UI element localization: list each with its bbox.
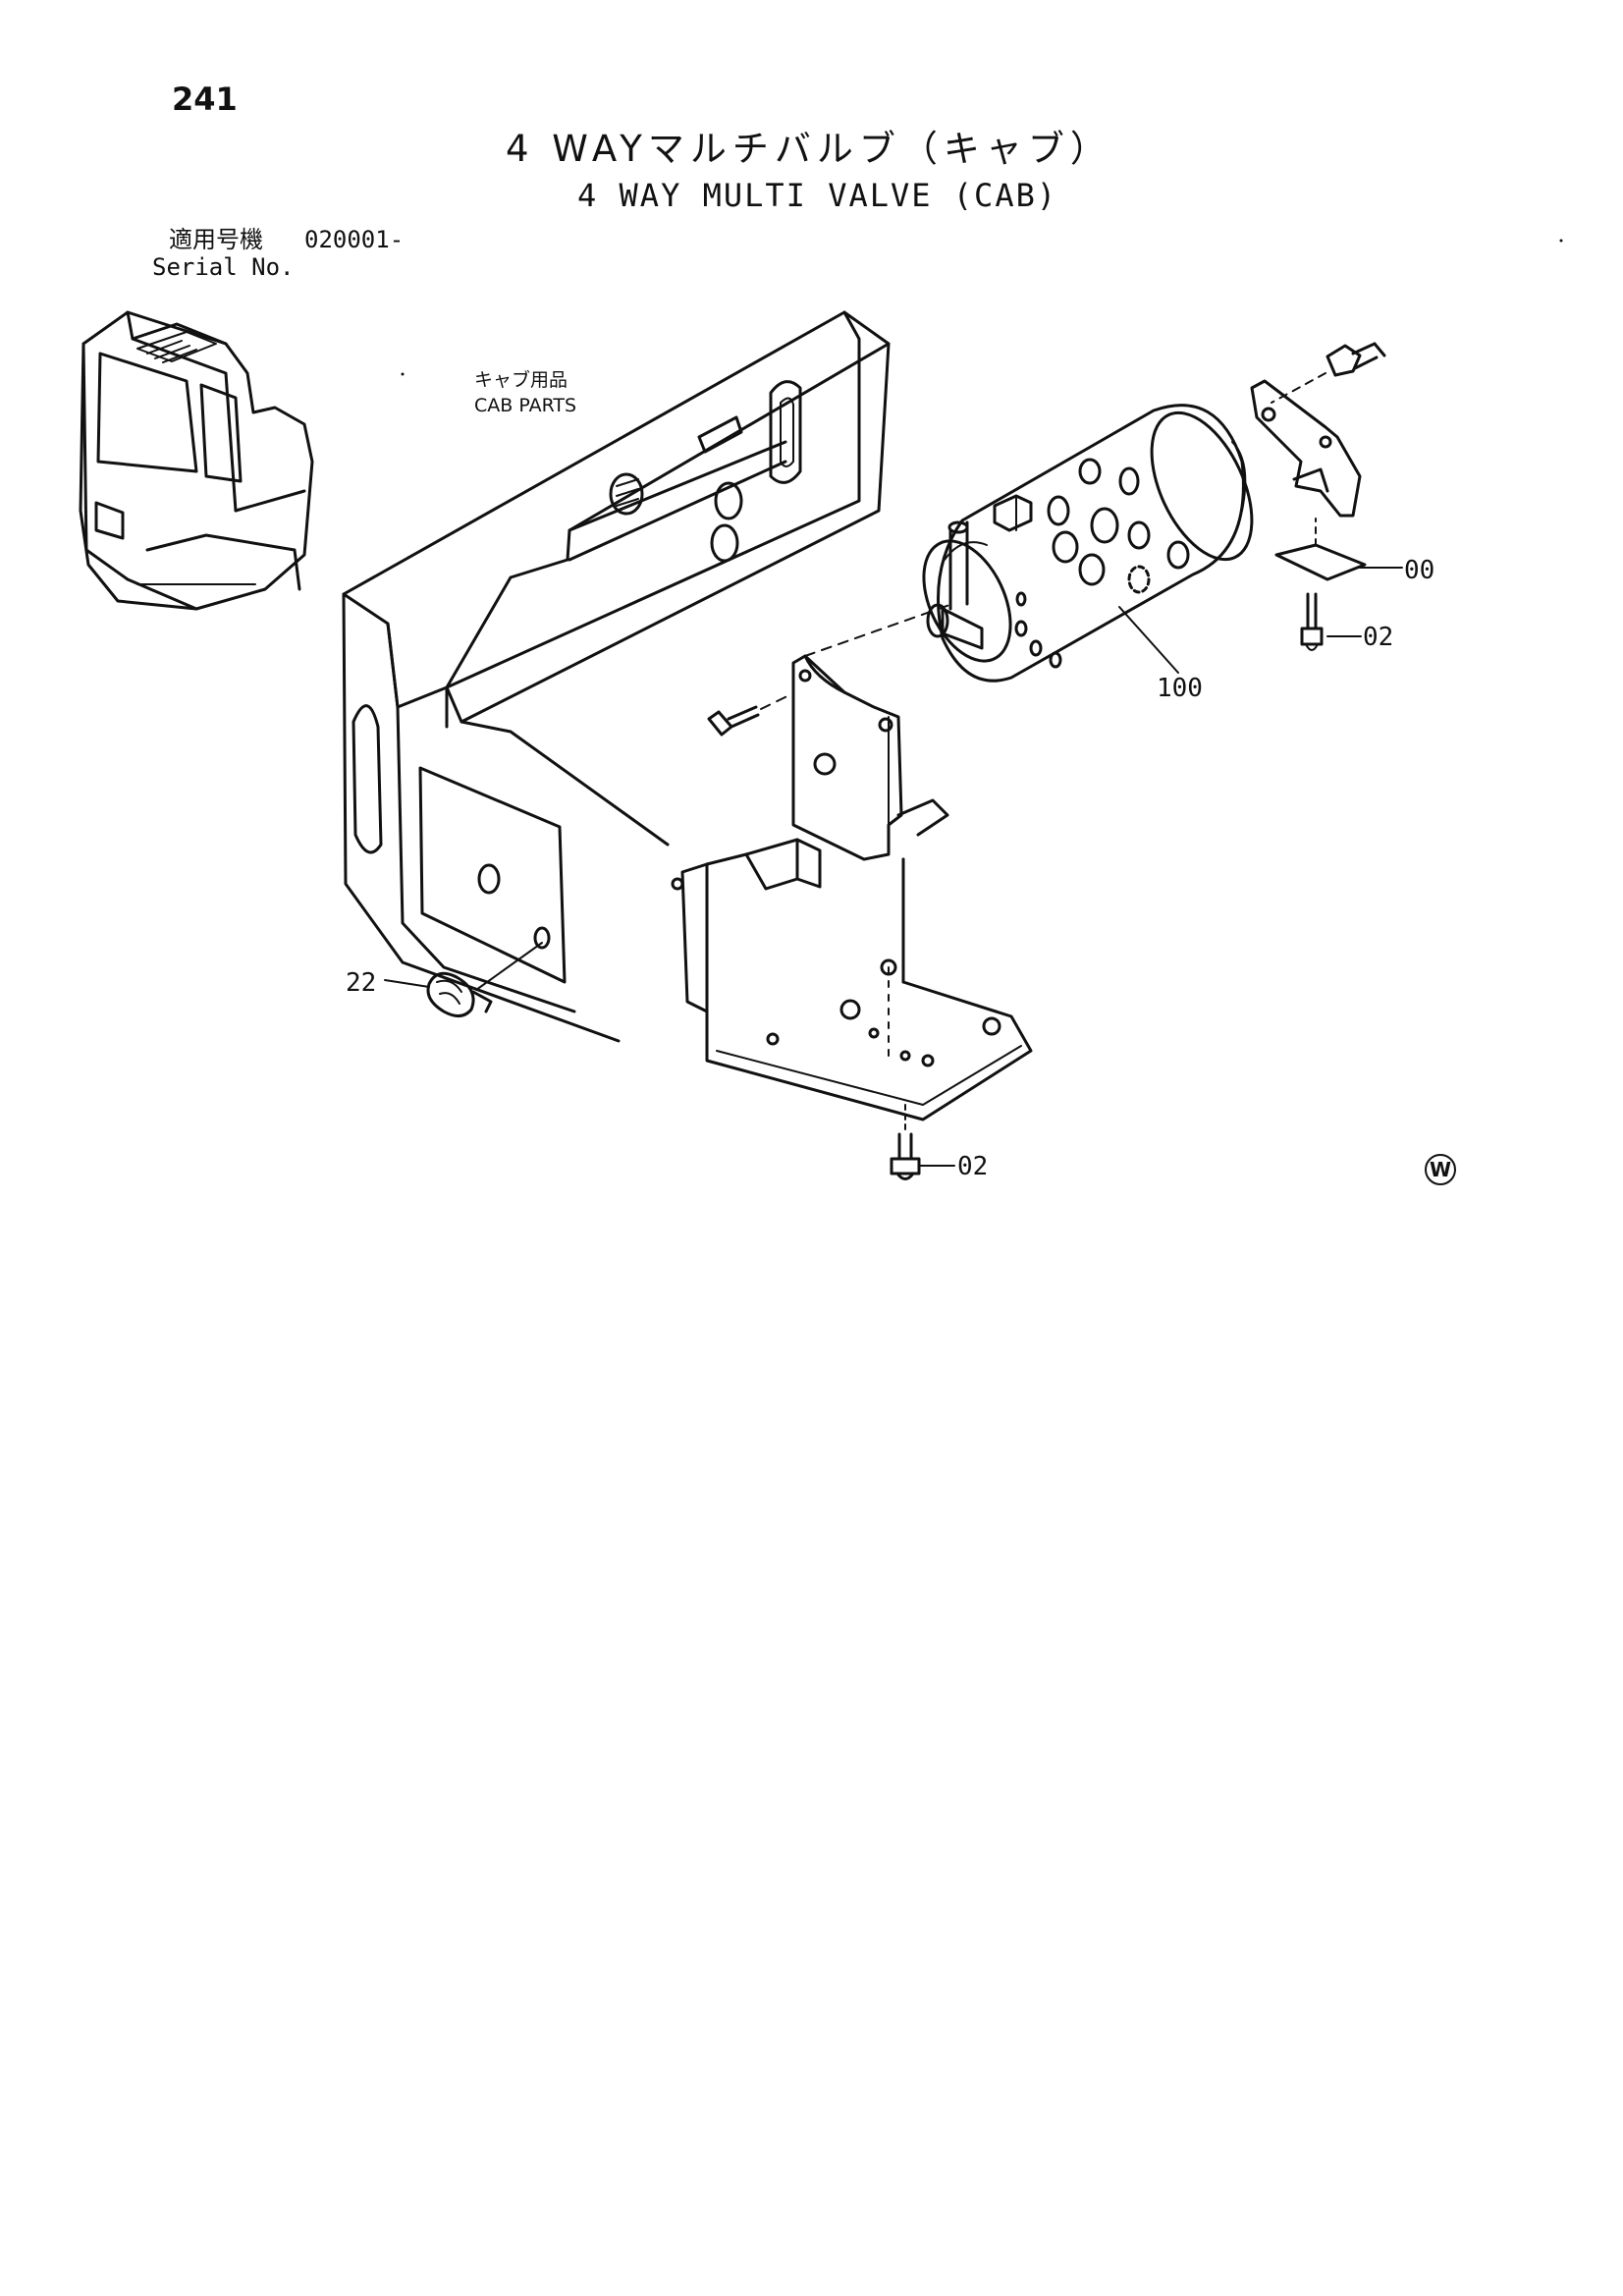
excavator-thumbnail: [79, 310, 314, 611]
title-japanese: 4 WAYマルチバルブ（キャブ）: [506, 128, 1112, 170]
clamp-bracket: [1250, 342, 1386, 651]
circled-w-mark: W: [1425, 1154, 1456, 1185]
grommet: [426, 942, 543, 1017]
serial-label-english: Serial No.: [152, 253, 295, 281]
title-english: 4 WAY MULTI VALVE (CAB): [577, 177, 1058, 214]
callout-02-lower: 02: [957, 1152, 989, 1181]
cab-parts-label-english: CAB PARTS: [474, 395, 577, 416]
page-number: 241: [172, 81, 238, 118]
assembly-line-valve: [804, 603, 953, 657]
mounting-bracket: [671, 654, 1033, 1121]
multi-valve-body: [922, 404, 1254, 683]
serial-label-japanese: 適用号機: [169, 226, 263, 253]
cab-frame: [342, 310, 891, 1043]
callout-02-upper: 02: [1363, 623, 1394, 652]
leader-lines: [384, 567, 1403, 1167]
callout-00: 00: [1404, 556, 1435, 585]
serial-code: 020001-: [304, 226, 405, 253]
screw-bottom: [890, 1104, 921, 1180]
bolt-bracket: [707, 692, 794, 737]
cab-parts-label-japanese: キャブ用品: [474, 369, 568, 391]
callout-22: 22: [346, 968, 377, 998]
callout-100: 100: [1157, 674, 1203, 703]
